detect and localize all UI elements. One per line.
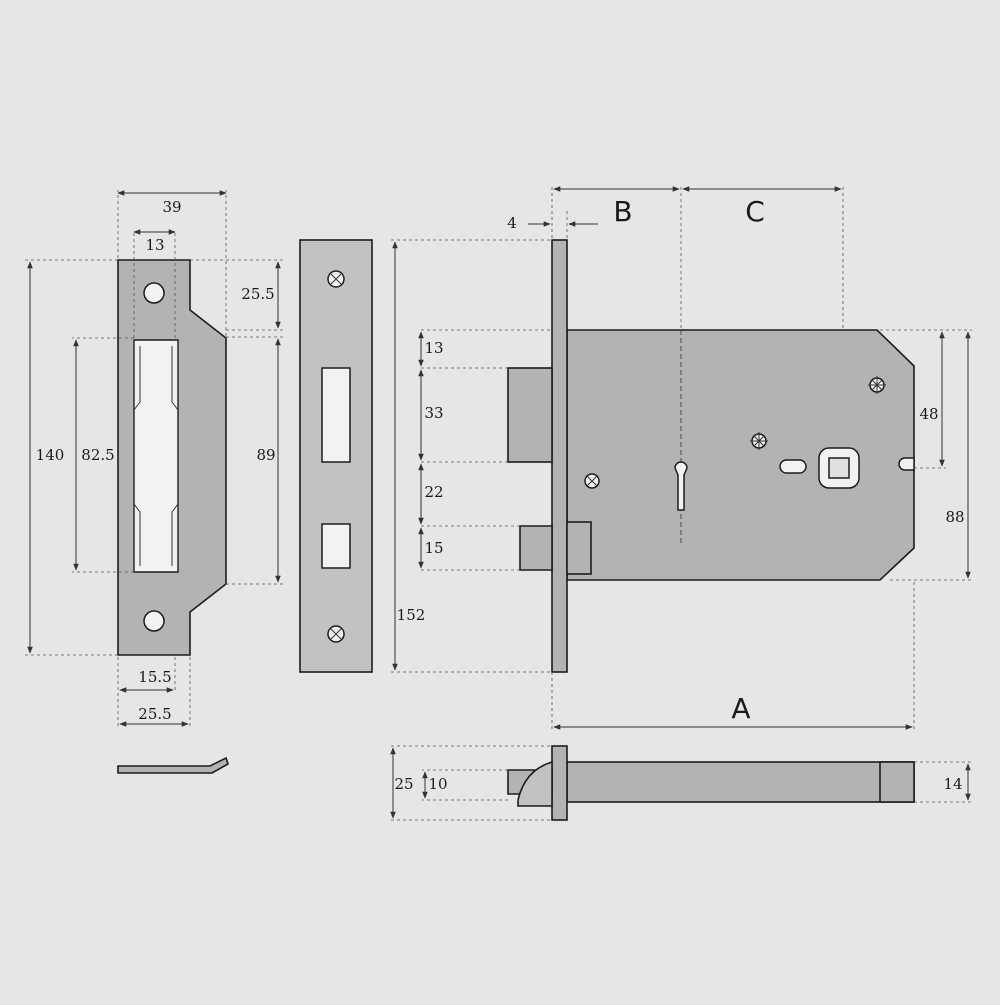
dim-forend-thickness: 4 (507, 214, 517, 232)
case-screw-right (868, 376, 886, 394)
side-view-dimensions: 25 10 14 (390, 745, 972, 821)
lock-forend (551, 239, 568, 673)
dim-label-B: B (613, 195, 632, 228)
dim-forend-height: 152 (397, 606, 426, 624)
side-forend (551, 745, 568, 821)
forend-screw-bottom (327, 625, 345, 643)
side-case (566, 761, 915, 803)
dim-strike-height: 140 (36, 446, 65, 464)
side-case-end (879, 761, 915, 803)
side-view (507, 745, 915, 821)
lock-body-dimensions: B C 4 A 152 13 33 22 15 48 88 (390, 185, 972, 732)
dim-strike-top-offset: 25.5 (241, 285, 274, 303)
dim-strike-width: 39 (162, 198, 181, 216)
strike-slot-edges (133, 340, 179, 572)
dim-deadbolt-height: 33 (424, 404, 443, 422)
strike-plate-profile (117, 756, 229, 774)
case-screw-middle (750, 432, 768, 450)
dim-strike-lip-height: 89 (256, 446, 275, 464)
dim-side-overall-height: 25 (394, 775, 413, 793)
latch-housing (566, 521, 592, 575)
forend-latch-slot (321, 523, 351, 569)
dim-strike-lower-width: 15.5 (138, 668, 171, 686)
dim-strike-slot-height: 82.5 (81, 446, 114, 464)
dim-latch-height: 15 (424, 539, 443, 557)
slot-hole (779, 459, 807, 474)
dim-follower-offset: 48 (919, 405, 938, 423)
strike-plate-dimensions: 39 13 25.5 89 140 82.5 15.5 25.5 (25, 190, 283, 728)
case-notch (898, 457, 915, 471)
dim-label-A: A (731, 692, 750, 725)
strike-plate (117, 259, 229, 774)
lock-case (566, 329, 915, 581)
dim-bolt-gap: 22 (424, 483, 443, 501)
keyhole (674, 461, 688, 511)
lock-body (507, 239, 915, 673)
latch-bolt (519, 525, 553, 571)
dim-label-C: C (745, 195, 765, 228)
strike-slot (133, 339, 179, 573)
dim-side-bolt-height: 10 (428, 775, 447, 793)
strike-screw-hole-top (143, 282, 165, 304)
deadbolt (507, 367, 553, 463)
side-latch (517, 760, 553, 807)
follower-square (828, 457, 850, 479)
dim-side-case-thickness: 14 (943, 775, 962, 793)
dim-strike-slot-width: 13 (145, 236, 164, 254)
forend-plate (299, 239, 373, 673)
dim-top-gap: 13 (424, 339, 443, 357)
dim-strike-base-width: 25.5 (138, 705, 171, 723)
dim-case-height: 88 (945, 508, 964, 526)
case-screw-left (584, 473, 600, 489)
forend-deadbolt-slot (321, 367, 351, 463)
strike-screw-hole-bottom (143, 610, 165, 632)
forend-screw-top (327, 270, 345, 288)
strike-slot-detail (133, 346, 179, 566)
